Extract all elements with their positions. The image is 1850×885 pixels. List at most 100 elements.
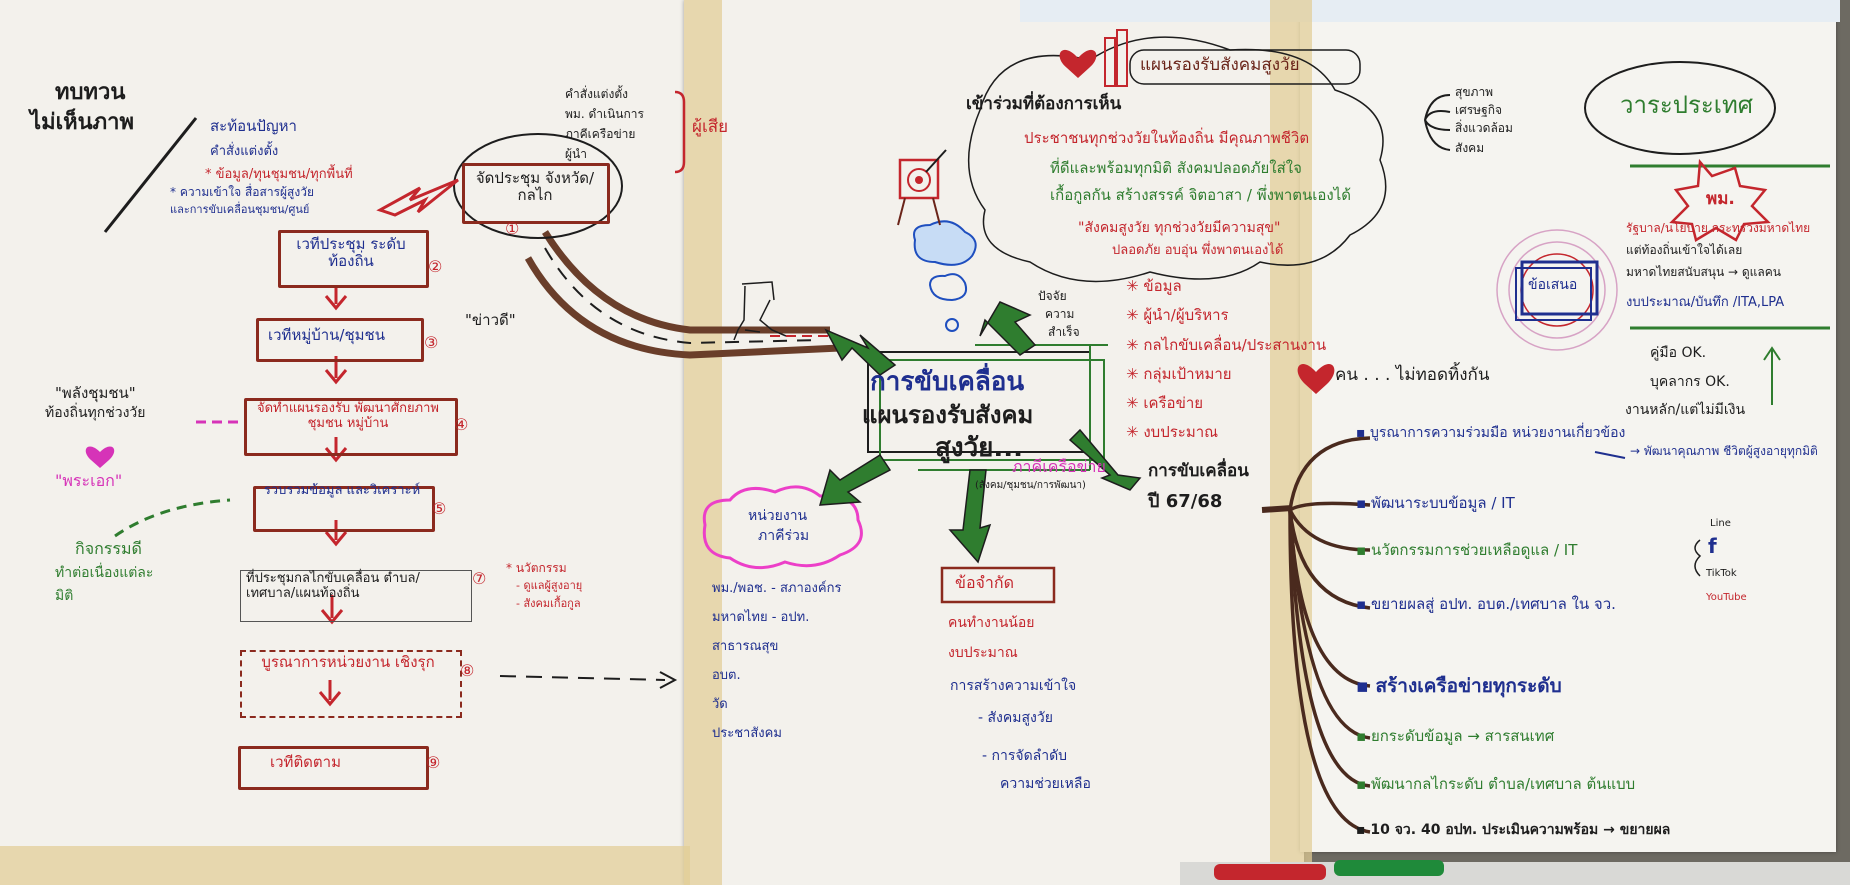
policy-note: รัฐบาล/นโยบาย กระทรวงมหาดไทย — [1626, 221, 1811, 235]
factor-label: ปัจจัย — [1038, 289, 1067, 303]
list-item: คำสั่งแต่งตั้ง — [565, 87, 628, 101]
step-number-4: ④ — [454, 415, 469, 434]
proposal-label: ข้อเสนอ — [1528, 277, 1578, 293]
drive-item-text: 10 จว. 40 อปท. ประเมินความพร้อม → ขยายผล — [1370, 822, 1671, 838]
drive-item-text: ขยายผลสู่ อปท. อบต./เทศบาล ใน จว. — [1370, 595, 1616, 613]
step-number-7: ⑦ — [472, 569, 487, 588]
pm-label: พม. — [1706, 189, 1735, 209]
drive-item: ▪ พัฒนาระบบข้อมูล / IT — [1356, 494, 1515, 512]
activity-label: ทำต่อเนื่องแต่ละ — [55, 565, 154, 581]
factors-list: ✳ ข้อมูล ✳ ผู้นำ/ผู้บริหาร ✳ กลไกขับเคลื… — [1126, 277, 1326, 442]
step-label-3: เวทีหมู่บ้าน/ชุมชน — [268, 326, 385, 344]
main-title: สูงวัย... — [935, 433, 1024, 463]
social-youtube-label: YouTube — [1706, 592, 1747, 603]
drive-item-text: ยกระดับข้อมูล → สารสนเทศ — [1370, 727, 1555, 745]
top-note: และการขับเคลื่อนชุมชน/ศูนย์ — [170, 203, 310, 216]
vision-subheading: เข้าร่วมที่ต้องการเห็น — [966, 94, 1122, 114]
drive-item: ▪ พัฒนากลไกระดับ ตำบล/เทศบาล ต้นแบบ — [1356, 775, 1636, 793]
list-item: ✳ กลุ่มเป้าหมาย — [1126, 364, 1232, 383]
step-number-8: ⑧ — [460, 661, 475, 680]
partners-title: หน่วยงาน — [748, 508, 808, 524]
factor-text: กลุ่มเป้าหมาย — [1143, 364, 1232, 383]
limits-sub: การสร้างความเข้าใจ — [950, 678, 1077, 694]
drive-label: การขับเคลื่อน — [1148, 461, 1249, 481]
red-marker-icon — [1214, 864, 1326, 880]
factor-text: ผู้นำ/ผู้บริหาร — [1143, 306, 1229, 325]
step-number-1: ① — [505, 219, 520, 238]
factor-label: ความ — [1045, 307, 1075, 321]
limits-title: ข้อจำกัด — [955, 573, 1014, 592]
vision-quote: "สังคมสูงวัย ทุกช่วงวัยมีความสุข" — [1078, 220, 1281, 236]
integrate-result: → พัฒนาคุณภาพ ชีวิตผู้สูงอายุทุกมิติ — [1630, 444, 1818, 458]
limits-sub: - สังคมสูงวัย — [978, 710, 1053, 726]
policy-note: มหาดไทยสนับสนุน → ดูแลคน — [1626, 265, 1781, 279]
national-agenda: วาระประเทศ — [1620, 91, 1754, 119]
step-label-1: จัดประชุม จังหวัด/กลไก — [475, 169, 595, 205]
activity-label: มิติ — [55, 588, 74, 604]
drive-item: ▪ สร้างเครือข่ายทุกระดับ — [1356, 675, 1562, 697]
paper-sheet-center — [684, 0, 1304, 885]
step-box-7 — [240, 570, 472, 622]
branch-label: สังคม — [1455, 141, 1485, 155]
drive-year: ปี 67/68 — [1148, 491, 1223, 512]
branch-label: สุขภาพ — [1455, 85, 1494, 99]
drive-item-text: นวัตกรรมการช่วยเหลือดูแล / IT — [1370, 541, 1578, 559]
network-label: ภาคีเครือข่าย — [1012, 457, 1106, 476]
tape-strip — [1270, 0, 1312, 885]
vision-line: ที่ดีและพร้อมทุกมิติ สังคมปลอดภัยใส่ใจ — [1050, 159, 1302, 177]
innovation-note: - ดูแลผู้สูงอายุ — [516, 579, 583, 592]
step-box-3 — [256, 318, 424, 362]
step-number-5: ⑤ — [432, 499, 447, 518]
factor-text: ข้อมูล — [1143, 277, 1182, 295]
drive-item-text: พัฒนาระบบข้อมูล / IT — [1370, 494, 1515, 512]
list-item: คนทำงานน้อย — [948, 615, 1035, 631]
list-item: ✳ เครือข่าย — [1126, 394, 1204, 412]
partners-list: พม./พอช. - สภาองค์กร มหาดไทย - อปท. สาธา… — [712, 581, 842, 742]
branch-label: เศรษฐกิจ — [1455, 103, 1502, 117]
step-box-8 — [240, 650, 462, 718]
tape-strip — [684, 0, 722, 885]
drive-item: ▪ บูรณาการความร่วมมือ หน่วยงานเกี่ยวข้อง — [1356, 425, 1626, 441]
drive-item-text: พัฒนากลไกระดับ ตำบล/เทศบาล ต้นแบบ — [1370, 775, 1636, 793]
facebook-icon: f — [1708, 534, 1717, 558]
list-item: ภาคีเครือข่าย — [565, 127, 636, 141]
limits-sub: ความช่วยเหลือ — [1000, 776, 1091, 792]
list-item: ประชาสังคม — [712, 725, 782, 741]
vision-quote: ปลอดภัย อบอุ่น พึ่งพาตนเองได้ — [1112, 243, 1284, 258]
network-sub-label: (สังคม/ชุมชน/การพัฒนา) — [975, 480, 1086, 491]
list-item: พม./พอช. - สภาองค์กร — [712, 581, 842, 596]
innovation-note: * นวัตกรรม — [506, 561, 567, 575]
drive-item: ▪ ขยายผลสู่ อปท. อบต./เทศบาล ใน จว. — [1356, 595, 1616, 613]
step-label-7: ที่ประชุมกลไกขับเคลื่อน ตำบล/เทศบาล/แผนท… — [246, 571, 420, 601]
stakeholder-label: ผู้เสีย — [692, 117, 729, 137]
drive-item-text: บูรณาการความร่วมมือ หน่วยงานเกี่ยวข้อง — [1369, 425, 1626, 441]
tape-strip — [0, 846, 690, 885]
top-note: * ข้อมูล/ทุนชุมชน/ทุกพื้นที่ — [205, 167, 353, 182]
list-item: งบประมาณ — [948, 645, 1018, 661]
policy-note: งบประมาณ/บันทึก /ITA,LPA — [1626, 295, 1785, 310]
side-note: "ข่าวดี" — [465, 311, 516, 329]
step-box-1 — [462, 163, 610, 224]
paper-sheet-right — [1300, 16, 1836, 852]
step-label-5: รวบรวมข้อมูล และวิเคราะห์ — [263, 483, 421, 498]
factor-label: สำเร็จ — [1048, 325, 1080, 339]
drive-item: ▪ 10 จว. 40 อปท. ประเมินความพร้อม → ขยาย… — [1356, 822, 1671, 838]
list-item: มหาดไทย - อปท. — [712, 609, 810, 625]
top-note: สะท้อนปัญหา — [210, 117, 297, 135]
vision-line: เกื้อกูลกัน สร้างสรรค์ จิตอาสา / พึ่งพาต… — [1050, 186, 1352, 204]
top-note: * ความเข้าใจ สื่อสารผู้สูงวัย — [170, 185, 314, 199]
ok-note: บุคลากร OK. — [1650, 374, 1730, 390]
drive-item-text: สร้างเครือข่ายทุกระดับ — [1375, 675, 1562, 697]
list-item: ✳ งบประมาณ — [1126, 423, 1219, 442]
ok-note: คู่มือ OK. — [1650, 345, 1707, 361]
step-box-5 — [253, 486, 435, 532]
step-number-2: ② — [428, 257, 443, 276]
list-item: ✳ ข้อมูล — [1126, 277, 1182, 295]
branch-label: สิ่งแวดล้อม — [1455, 121, 1513, 135]
list-item: อบต. — [712, 667, 741, 683]
partners-title: ภาคีร่วม — [758, 528, 810, 544]
step-box-2 — [278, 230, 429, 288]
step-label-2: เวทีประชุม ระดับท้องถิ่น — [296, 235, 406, 271]
social-tiktok-label: TikTok — [1706, 568, 1737, 579]
limits-sub: - การจัดลำดับ — [982, 748, 1068, 764]
